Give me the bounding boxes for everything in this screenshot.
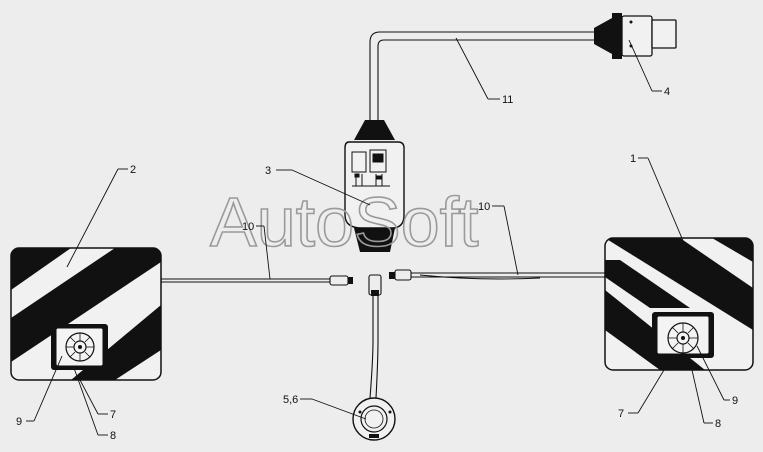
callout-10-left: 10 xyxy=(242,221,254,233)
left-harness-cable xyxy=(161,275,353,286)
callout-8-left: 8 xyxy=(110,430,116,442)
right-lamp-icon xyxy=(667,322,699,354)
left-lamp-icon xyxy=(65,332,95,362)
callout-5-6: 5,6 xyxy=(283,394,298,406)
callout-10-right: 10 xyxy=(478,201,490,213)
right-harness-cable xyxy=(389,269,605,281)
callout-labels: 11 4 3 2 1 10 10 5,6 9 7 8 7 8 9 xyxy=(16,86,738,442)
control-unit xyxy=(344,120,405,252)
trailer-cable xyxy=(369,31,600,120)
callout-7-left: 7 xyxy=(110,409,116,421)
trailer-plug xyxy=(594,13,677,59)
leader-lines xyxy=(26,37,730,436)
callout-2: 2 xyxy=(130,164,136,176)
callout-9-right: 9 xyxy=(732,395,738,407)
callout-8-right: 8 xyxy=(715,418,721,430)
callout-4: 4 xyxy=(664,86,670,98)
socket-device xyxy=(352,397,396,441)
right-warning-plate xyxy=(604,237,754,371)
callout-7-right: 7 xyxy=(618,408,624,420)
watermark: AutoSoft xyxy=(210,183,479,261)
callout-9-left: 9 xyxy=(16,416,22,428)
callout-1: 1 xyxy=(630,153,636,165)
socket-branch-cable xyxy=(368,274,382,399)
left-warning-plate xyxy=(10,247,162,381)
callout-3: 3 xyxy=(265,165,271,177)
callout-11: 11 xyxy=(502,94,513,106)
control-unit-internals xyxy=(351,149,390,187)
